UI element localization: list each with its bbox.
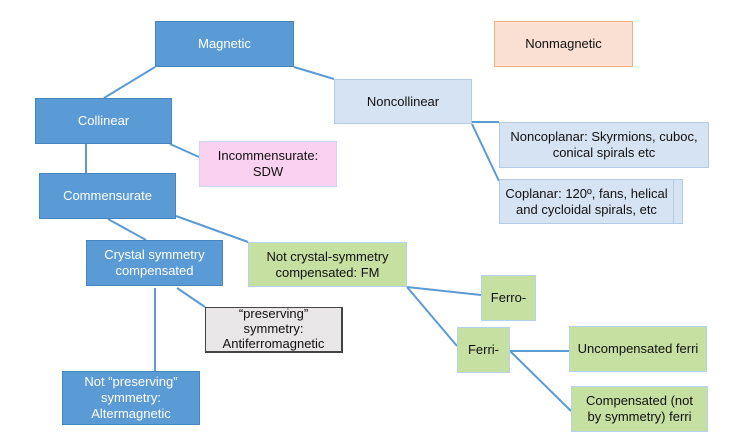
node-uncompensated-ferri: Uncompensated ferri xyxy=(569,326,707,372)
edge-noncollinear-coplanar xyxy=(471,123,500,182)
edge-magnetic-noncollinear xyxy=(293,66,335,80)
edge-commensurate-crystal xyxy=(107,218,147,241)
node-ferro: Ferro- xyxy=(481,275,536,321)
node-collinear: Collinear xyxy=(35,98,172,144)
node-coplanar: Coplanar: 120º, fans, helical and cycloi… xyxy=(499,179,674,224)
node-noncollinear: Noncollinear xyxy=(334,79,472,124)
node-incommensurate-sdw: Incommensurate: SDW xyxy=(199,141,337,187)
node-magnetic: Magnetic xyxy=(155,21,294,67)
node-altermagnetic: Not “preserving” symmetry: Altermagnetic xyxy=(62,371,200,425)
edge-notcrystal-ferro xyxy=(406,286,482,296)
edge-commensurate-notcrystal xyxy=(175,215,249,243)
node-nonmagnetic: Nonmagnetic xyxy=(494,21,633,67)
edge-magnetic-collinear xyxy=(103,66,156,99)
edge-notcrystal-ferri xyxy=(406,286,458,347)
edge-collinear-incommensurate xyxy=(169,143,200,158)
node-noncoplanar: Noncoplanar: Skyrmions, cuboc, conical s… xyxy=(499,122,709,168)
node-ferri: Ferri- xyxy=(457,327,510,373)
node-antiferromagnetic: “preserving” symmetry: Antiferromagnetic xyxy=(205,306,343,353)
node-compensated-ferri: Compensated (not by symmetry) ferri xyxy=(571,386,708,432)
node-not-crystal-symmetry-compensated-fm: Not crystal-symmetry compensated: FM xyxy=(248,242,407,287)
edge-crystal-afm xyxy=(176,287,206,308)
node-crystal-symmetry-compensated: Crystal symmetry compensated xyxy=(86,240,223,286)
node-commensurate: Commensurate xyxy=(39,173,176,219)
edge-ferri-compensated xyxy=(509,350,572,412)
